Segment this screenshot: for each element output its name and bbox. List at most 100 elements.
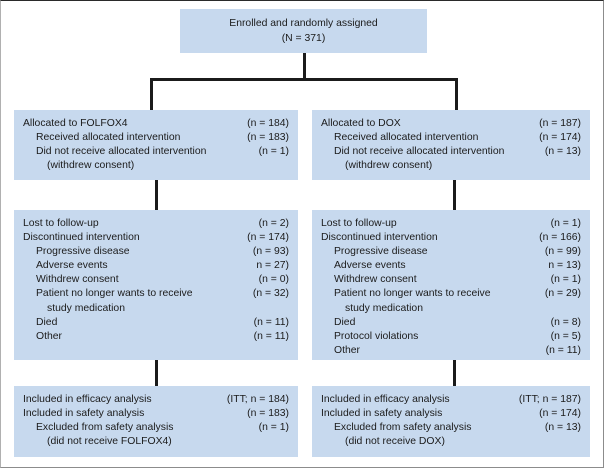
flow-row-label: Lost to follow-up bbox=[321, 218, 397, 229]
flow-row-count: (n = 183) bbox=[247, 408, 289, 420]
flow-row-label: Progressive disease bbox=[36, 246, 130, 258]
analysis-lines-dox: Included in efficacy analysis (ITT; n = 1… bbox=[312, 386, 590, 449]
flow-row-count: (n = 29) bbox=[544, 288, 581, 300]
flow-row-label: Other bbox=[334, 344, 360, 356]
followup-lines-dox: Lost to follow-up(n = 1)Discontinued int… bbox=[312, 210, 590, 358]
flow-row-label: Excluded from safety analysis bbox=[334, 422, 472, 434]
flow-row-count: (n = 11) bbox=[545, 344, 581, 356]
flow-row: Died (n = 8) bbox=[321, 316, 581, 330]
flow-row: study medication bbox=[23, 302, 289, 316]
flow-row-count: n = 27) bbox=[256, 260, 289, 272]
flow-row-label: (withdrew consent) bbox=[345, 160, 433, 172]
analysis-box-folfox4: Included in efficacy analysis (ITT; n = 1… bbox=[14, 386, 298, 457]
flow-row: Included in safety analysis (n = 174) bbox=[321, 407, 581, 421]
allocation-box-folfox4: Allocated to FOLFOX4 (n = 184) Received al… bbox=[14, 110, 298, 180]
flow-row: Received allocated intervention (n = 183) bbox=[23, 131, 289, 145]
flow-row-count: (n = 1) bbox=[550, 274, 581, 286]
flow-row-count: (n = 184) bbox=[247, 118, 289, 129]
flow-row-label: Died bbox=[334, 316, 356, 328]
flow-row-label: Allocated to FOLFOX4 bbox=[23, 118, 128, 129]
flow-row: Progressive disease(n = 99) bbox=[321, 245, 581, 259]
flow-row: (did not receive FOLFOX4) bbox=[23, 435, 289, 449]
flow-row: Lost to follow-up (n = 2) bbox=[23, 217, 289, 231]
flow-row-label: Allocated to DOX bbox=[321, 118, 401, 129]
flow-row-label: study medication bbox=[345, 302, 423, 314]
flow-row-label: Adverse events bbox=[36, 260, 108, 272]
flow-row-label: Progressive disease bbox=[334, 246, 428, 258]
flow-row-count: (n = 32) bbox=[252, 288, 289, 300]
flow-row: Discontinued intervention(n = 174) bbox=[23, 231, 289, 245]
flow-row: (did not receive DOX) bbox=[321, 435, 581, 449]
flow-row: Allocated to FOLFOX4 (n = 184) bbox=[23, 117, 289, 131]
flow-row-label: Did not receive allocated intervention bbox=[36, 146, 207, 158]
flow-row-label: Patient no longer wants to receive bbox=[334, 288, 491, 300]
flow-row: Patient no longer wants to receive (n = 3… bbox=[23, 287, 289, 301]
flow-row: Included in efficacy analysis (ITT; n = 1… bbox=[23, 393, 289, 407]
connector-dox-followup-to-analysis bbox=[453, 360, 456, 386]
flow-row-label: Other bbox=[36, 330, 62, 342]
flow-row-label: Included in safety analysis bbox=[321, 408, 443, 420]
enrollment-box: Enrolled and randomly assigned (N = 371) bbox=[180, 9, 427, 53]
connector-folfox4-allocation-to-followup bbox=[155, 180, 158, 210]
flow-row-count: (n = 0) bbox=[258, 274, 289, 286]
flow-row-label: (did not receive DOX) bbox=[345, 436, 445, 448]
flow-row-count: (n = 11) bbox=[253, 316, 289, 328]
flow-row-label: study medication bbox=[47, 302, 125, 314]
flow-row-label: Received allocated intervention bbox=[334, 132, 479, 144]
flow-row-count: (n = 1) bbox=[550, 218, 581, 229]
flow-row-count: (n = 8) bbox=[550, 316, 581, 328]
flow-row-count: (n = 183) bbox=[247, 132, 289, 144]
flow-row-count: (n = 2) bbox=[258, 218, 289, 229]
flow-row: Excluded from safety analysis (n = 13) bbox=[321, 421, 581, 435]
flow-row: Withdrew consent (n = 0) bbox=[23, 273, 289, 287]
flow-row-count: (n = 174) bbox=[539, 132, 581, 144]
flow-row-label: Adverse events bbox=[334, 260, 406, 272]
connector-to-folfox4-allocation bbox=[150, 78, 153, 110]
flow-row: (withdrew consent) bbox=[23, 159, 289, 173]
flow-row-label: Excluded from safety analysis bbox=[36, 422, 174, 434]
flow-row: Patient no longer wants to receive (n = 2… bbox=[321, 287, 581, 301]
flow-row-count: (ITT; n = 184) bbox=[226, 394, 289, 405]
flow-row-label: Included in efficacy analysis bbox=[23, 394, 152, 405]
flow-row: Included in efficacy analysis (ITT; n = 1… bbox=[321, 393, 581, 407]
flow-row-count: (n = 13) bbox=[544, 422, 581, 434]
flow-row: Withdrew consent (n = 1) bbox=[321, 273, 581, 287]
flow-row: Allocated to DOX(n = 187) bbox=[321, 117, 581, 131]
allocation-lines-dox: Allocated to DOX(n = 187)Received alloca… bbox=[312, 110, 590, 173]
flow-row-label: Lost to follow-up bbox=[23, 218, 99, 229]
flow-row-label: Protocol violations bbox=[334, 330, 419, 342]
flow-row: Received allocated intervention (n = 174) bbox=[321, 131, 581, 145]
flow-row: Did not receive allocated intervention(n… bbox=[23, 145, 289, 159]
flow-row-label: Withdrew consent bbox=[334, 274, 417, 286]
flow-row-label: Patient no longer wants to receive bbox=[36, 288, 193, 300]
connector-enrollment-stem bbox=[303, 53, 306, 81]
flow-row: study medication bbox=[321, 302, 581, 316]
flow-row-count: (n = 174) bbox=[539, 408, 581, 420]
allocation-lines-folfox4: Allocated to FOLFOX4 (n = 184) Received al… bbox=[14, 110, 298, 173]
flow-row-count: (n = 11) bbox=[253, 330, 289, 342]
followup-lines-folfox4: Lost to follow-up (n = 2) Discontinued int… bbox=[14, 210, 298, 344]
flow-row-label: Included in safety analysis bbox=[23, 408, 145, 420]
flow-row-label: Died bbox=[36, 316, 58, 328]
enrollment-count: (N = 371) bbox=[281, 32, 326, 44]
flow-row-label: Did not receive allocated intervention bbox=[334, 146, 505, 158]
enrollment-label: Enrolled and randomly assigned bbox=[229, 18, 378, 29]
flow-row-count: (n = 1) bbox=[258, 422, 289, 434]
flow-row: Protocol violations(n = 5) bbox=[321, 330, 581, 344]
flow-row: Lost to follow-up (n = 1) bbox=[321, 217, 581, 231]
flow-row-label: Included in efficacy analysis bbox=[321, 394, 450, 405]
flow-row-label: Withdrew consent bbox=[36, 274, 119, 286]
flow-row-label: Received allocated intervention bbox=[36, 132, 181, 144]
connector-randomization-bar bbox=[150, 78, 458, 81]
followup-box-folfox4: Lost to follow-up (n = 2) Discontinued int… bbox=[14, 210, 298, 360]
flow-row: Other (n = 11) bbox=[23, 330, 289, 344]
connector-to-dox-allocation bbox=[455, 78, 458, 110]
flow-row-count: (n = 93) bbox=[252, 246, 289, 258]
flow-row-count: (n = 166) bbox=[539, 232, 581, 244]
flow-row-count: (ITT; n = 187) bbox=[518, 394, 581, 405]
flow-row-label: (did not receive FOLFOX4) bbox=[47, 436, 172, 448]
flow-row: Adverse events n = 27) bbox=[23, 259, 289, 273]
flow-row: (withdrew consent) bbox=[321, 159, 581, 173]
